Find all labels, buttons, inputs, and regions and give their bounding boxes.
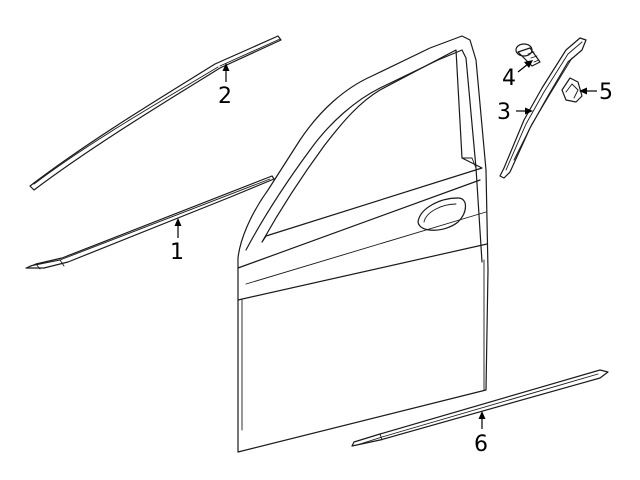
part-3-pillar-applique: [499, 37, 587, 179]
callout-6: 6: [474, 432, 488, 457]
part-2-upper-frame-moulding: [29, 35, 282, 191]
callout-3: 3: [497, 100, 511, 125]
callout-leaders: [174, 60, 597, 429]
part-6-lower-moulding: [351, 369, 609, 447]
callout-5: 5: [599, 80, 613, 105]
part-1-belt-moulding: [25, 175, 275, 270]
front-door-shell: [237, 35, 489, 453]
callout-4: 4: [502, 66, 516, 91]
part-5-clip: [561, 77, 583, 103]
callout-2: 2: [218, 84, 232, 109]
callout-1: 1: [170, 240, 184, 265]
